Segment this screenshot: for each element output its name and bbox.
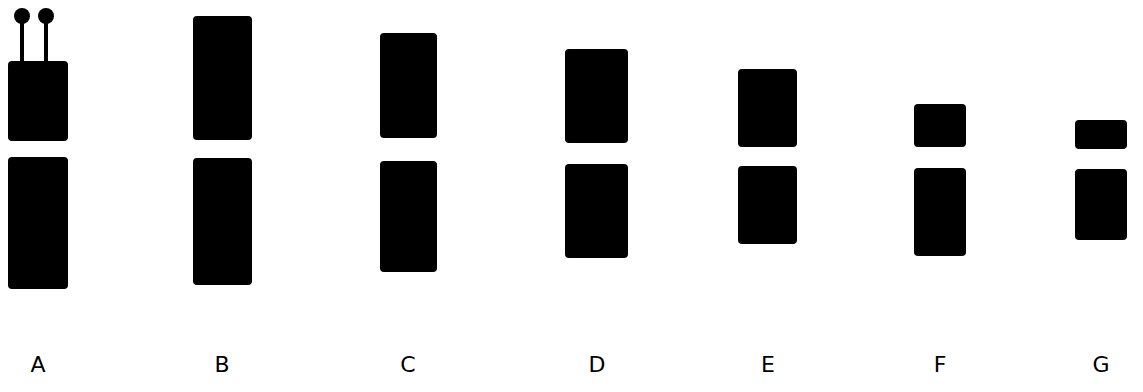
- short-arm: [914, 104, 966, 147]
- short-arm: [380, 33, 437, 138]
- chromosome: [914, 104, 966, 256]
- short-arm: [565, 49, 628, 143]
- group-letter: G: [1092, 354, 1109, 376]
- chromosome: [8, 8, 68, 289]
- short-arm: [738, 69, 797, 147]
- short-arm: [193, 16, 252, 140]
- satellite: [14, 8, 30, 24]
- satellite: [38, 8, 54, 24]
- long-arm: [914, 168, 966, 256]
- group-letter: E: [761, 354, 775, 376]
- chromosome: [1075, 120, 1127, 240]
- long-arm: [565, 164, 628, 258]
- chromosome: [193, 16, 252, 285]
- chromosome: [380, 33, 437, 272]
- long-arm: [193, 158, 252, 285]
- group-letter: B: [214, 354, 229, 376]
- satellite-stalk: [20, 18, 24, 62]
- long-arm: [8, 157, 68, 289]
- group-letter: A: [30, 354, 45, 376]
- long-arm: [1075, 169, 1127, 240]
- chromosome: [565, 49, 628, 258]
- satellite-stalk: [44, 18, 48, 62]
- long-arm: [380, 161, 437, 272]
- group-letter: C: [400, 354, 415, 376]
- group-letter: F: [934, 354, 947, 376]
- short-arm: [8, 61, 68, 141]
- group-letter: D: [589, 354, 606, 376]
- chromosome: [738, 69, 797, 244]
- short-arm: [1075, 120, 1127, 149]
- long-arm: [738, 166, 797, 244]
